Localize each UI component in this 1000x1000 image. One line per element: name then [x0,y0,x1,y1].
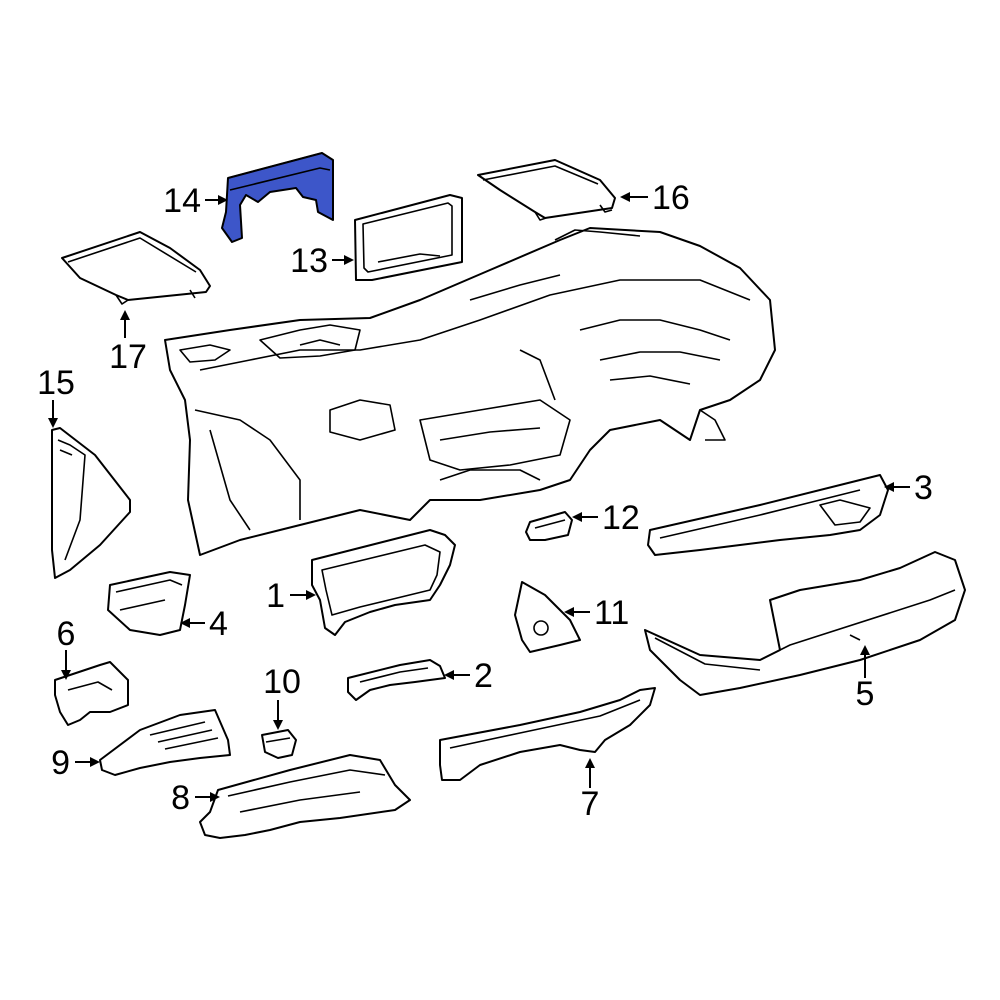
part-10-clip[interactable] [261,729,297,759]
part-6-bracket[interactable] [54,661,129,726]
part-4-duct[interactable] [107,571,191,636]
callout-1: 1 [266,577,285,615]
part-8-reinforcement[interactable] [199,754,411,839]
part-17-cover[interactable] [61,231,211,305]
callout-4: 4 [209,605,228,643]
callout-10: 10 [263,663,301,701]
callout-14: 14 [163,182,201,220]
part-15-side-trim[interactable] [51,427,131,579]
callout-6: 6 [57,615,76,653]
callout-13: 13 [290,242,328,280]
part-13-display[interactable] [354,194,463,281]
callout-11: 11 [594,594,629,632]
callout-leaders [48,192,910,802]
instrument-panel-assembly [164,227,776,556]
callout-2: 2 [474,657,493,695]
callout-3: 3 [914,469,933,507]
callout-9: 9 [51,744,70,782]
callout-labels: 1 2 3 4 5 6 7 8 9 10 11 12 13 14 15 16 1… [37,179,933,823]
part-9-duct[interactable] [99,709,231,776]
part-1-cluster-hood[interactable] [311,529,456,636]
part-14-bracket[interactable] [221,152,334,243]
part-11-bracket[interactable] [514,581,581,653]
callout-16: 16 [652,179,690,217]
part-3-trim-rail[interactable] [647,474,889,556]
callout-5: 5 [856,675,875,713]
part-2-duct[interactable] [347,659,446,701]
callout-17: 17 [109,338,147,376]
callout-12: 12 [602,499,640,537]
part-16-cover[interactable] [477,159,616,221]
callout-15: 15 [37,364,75,402]
part-5-lower-panel[interactable] [644,551,966,696]
part-12-vent[interactable] [525,511,573,541]
callout-8: 8 [171,779,190,817]
part-7-lower-trim[interactable] [439,687,656,781]
callout-7: 7 [581,785,600,823]
